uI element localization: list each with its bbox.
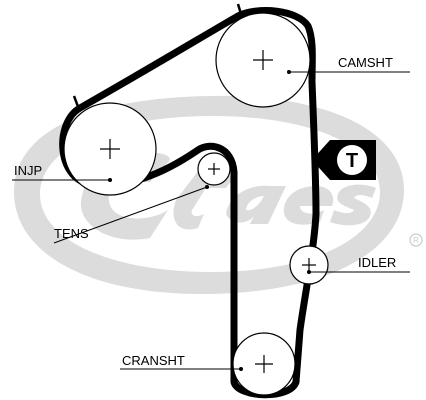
idler-label: IDLER <box>358 255 396 270</box>
idler-pulley <box>289 245 329 285</box>
belt-timing-mark-left <box>72 95 82 113</box>
camshaft-label: CAMSHT <box>338 55 393 70</box>
tensioner-badge-letter: T <box>346 150 358 172</box>
tensioner-pulley <box>197 152 231 186</box>
timing-belt <box>59 7 320 399</box>
crankshaft-label: CRANSHT <box>122 353 185 368</box>
camshaft-pulley <box>215 12 311 108</box>
injection-pump-pulley <box>63 102 157 196</box>
injection-pump-label: INJP <box>14 163 42 178</box>
svg-text:R: R <box>413 236 419 245</box>
tensioner-badge: T <box>312 140 376 180</box>
tensioner-leader-line <box>53 186 208 244</box>
tensioner-badge-icon <box>337 145 367 175</box>
registered-mark-icon: R <box>409 233 423 247</box>
crankshaft-pulley <box>232 332 296 396</box>
tensioner-label: TENS <box>54 226 89 241</box>
